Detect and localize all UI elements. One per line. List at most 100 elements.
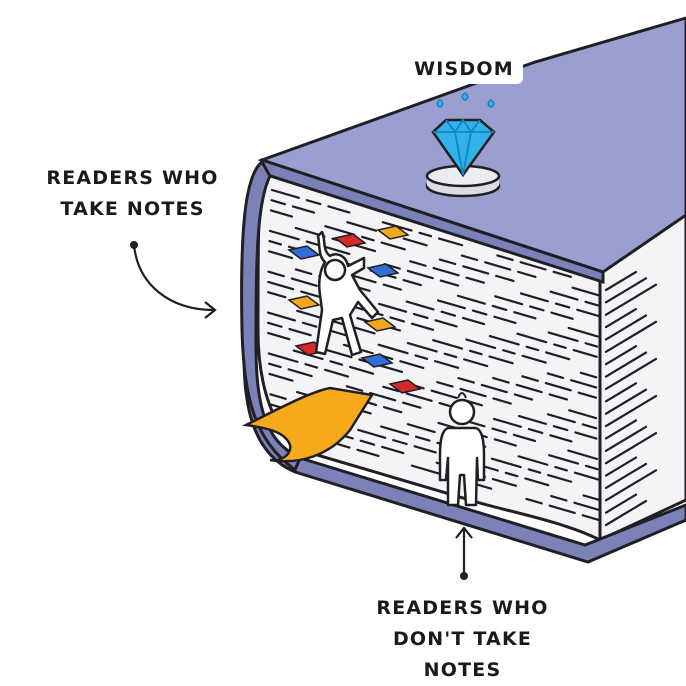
page-line [491, 304, 508, 311]
page-line [406, 269, 434, 280]
page-line [550, 311, 574, 320]
page-line [382, 385, 400, 393]
page-line [382, 283, 403, 291]
page-line [584, 342, 599, 348]
page-line [492, 376, 510, 384]
page-line [460, 254, 479, 262]
page-line [550, 494, 568, 502]
page-line [437, 237, 464, 247]
page-line [494, 295, 524, 306]
page-line [513, 311, 537, 320]
page-line [465, 276, 485, 284]
caption-line: TAKE NOTES [60, 198, 205, 220]
page-line [484, 261, 512, 271]
page-line [572, 349, 598, 358]
page-line [456, 294, 486, 305]
page-line [604, 277, 648, 304]
page-line [410, 322, 435, 331]
page-line [267, 331, 291, 341]
arrow-to-climbers [130, 241, 217, 319]
page-line [471, 309, 488, 316]
page-line [269, 393, 287, 400]
page-line [491, 478, 518, 487]
page-line [359, 439, 376, 446]
page-line [554, 302, 571, 309]
page-line [604, 314, 648, 341]
caption-line: READERS WHO [46, 167, 219, 189]
page-line [547, 331, 579, 343]
page-line [463, 358, 489, 368]
page-line [527, 427, 544, 435]
page-line [577, 391, 598, 399]
book-illustration [130, 16, 686, 580]
page-line [327, 205, 351, 214]
page-line [516, 332, 548, 344]
page-line [527, 468, 542, 474]
page-line [432, 266, 460, 277]
page-line [324, 225, 356, 236]
page-line [549, 290, 579, 301]
page-line [571, 286, 601, 297]
page-line [334, 442, 351, 449]
page-line [519, 261, 547, 271]
page-line [491, 427, 507, 434]
page-line [517, 455, 549, 466]
note-tab [333, 233, 367, 248]
page-line [288, 327, 312, 337]
page-line [579, 371, 598, 379]
page-line [493, 438, 517, 447]
page-line [290, 277, 318, 287]
caption-readers-take-notes: READERS WHO TAKE NOTES [40, 163, 225, 225]
page-line [517, 270, 537, 279]
page-line [567, 326, 599, 338]
page-line [392, 438, 408, 446]
page-line [434, 319, 458, 328]
page-line [465, 338, 497, 349]
page-line [488, 334, 520, 346]
caption-line: READERS WHO [376, 597, 549, 619]
page-line [405, 392, 433, 402]
page-line [356, 448, 380, 458]
page-line [548, 504, 576, 515]
page-line [549, 434, 573, 443]
page-line [573, 501, 601, 512]
page-line [357, 428, 387, 439]
page-line [552, 270, 572, 278]
note-tab [388, 379, 422, 394]
page-line [604, 394, 658, 428]
standing-person-icon [438, 392, 486, 507]
caption-line: DON'T TAKE NOTES [392, 628, 533, 681]
page-line [266, 311, 296, 322]
page-line [496, 254, 514, 262]
page-line [323, 368, 350, 378]
note-tab [376, 225, 410, 240]
page-line [380, 241, 406, 251]
page-line [604, 388, 648, 415]
page-line [269, 209, 294, 218]
page-line [402, 278, 422, 287]
page-line [378, 302, 408, 313]
page-line [545, 351, 571, 361]
page-line [604, 432, 658, 465]
page-line [413, 445, 437, 454]
page-line [554, 465, 568, 472]
page-line [519, 292, 549, 303]
page-line [267, 270, 285, 278]
page-line [513, 393, 534, 401]
page-line [287, 368, 313, 378]
page-lines [266, 188, 658, 527]
page-line [515, 383, 543, 394]
page-line [544, 381, 572, 392]
page-line [405, 300, 435, 311]
page-line [604, 283, 658, 316]
page-line [267, 352, 299, 363]
page-line [414, 435, 431, 442]
page-line [457, 377, 475, 384]
page-line [430, 389, 458, 400]
page-line [502, 349, 516, 355]
page-line [412, 312, 429, 320]
page-line [377, 364, 404, 374]
page-line [547, 473, 573, 483]
page-line [604, 493, 638, 514]
arrow-to-stander [455, 526, 473, 580]
